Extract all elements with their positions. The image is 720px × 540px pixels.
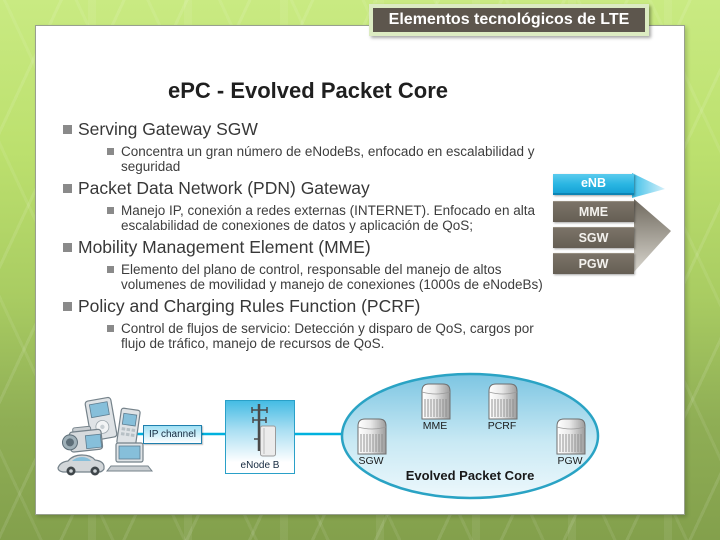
sub-bullet-item: Manejo IP, conexión a redes externas (IN… — [107, 203, 559, 233]
stack-box-enb: eNB — [553, 174, 634, 195]
server-label-pgw: PGW — [557, 455, 583, 467]
epc-core-label: Evolved Packet Core — [405, 468, 535, 483]
page-title: ePC - Evolved Packet Core — [167, 78, 448, 103]
bullet-label: Policy and Charging Rules Function (PCRF… — [78, 296, 421, 316]
server-label-pcrf: PCRF — [487, 420, 517, 432]
bullet-square-icon — [107, 266, 114, 273]
sub-bullet-item: Control de flujos de servicio: Detección… — [107, 321, 559, 351]
server-label-sgw: SGW — [358, 455, 384, 467]
antenna-icon — [251, 404, 276, 457]
sub-bullet-item: Concentra un gran número de eNodeBs, enf… — [107, 144, 559, 174]
bullet-item: Serving Gateway SGW — [63, 119, 559, 139]
bullet-label: Serving Gateway SGW — [78, 119, 258, 139]
stack-box-pgw: PGW — [553, 253, 634, 274]
sub-bullet-item: Elemento del plano de control, responsab… — [107, 262, 559, 292]
slide-header-title: Elementos tecnológicos de LTE — [388, 11, 630, 28]
bullet-item: Policy and Charging Rules Function (PCRF… — [63, 296, 559, 316]
sub-bullet-text: Elemento del plano de control, responsab… — [121, 262, 543, 292]
bullet-item: Mobility Management Element (MME) — [63, 237, 559, 257]
bullet-list: Serving Gateway SGW Concentra un gran nú… — [63, 119, 559, 355]
bullet-square-icon — [107, 325, 114, 332]
bullet-square-icon — [63, 125, 72, 134]
ip-channel-box: IP channel — [143, 425, 202, 444]
stack-box-mme: MME — [553, 201, 634, 222]
enodeb-label: eNode B — [240, 460, 280, 471]
sub-bullet-text: Manejo IP, conexión a redes externas (IN… — [121, 203, 535, 233]
bullet-label: Mobility Management Element (MME) — [78, 237, 371, 257]
bullet-square-icon — [63, 184, 72, 193]
bullet-square-icon — [107, 207, 114, 214]
bullet-square-icon — [63, 243, 72, 252]
bullet-square-icon — [107, 148, 114, 155]
sub-bullet-text: Control de flujos de servicio: Detección… — [121, 321, 534, 351]
bullet-square-icon — [63, 302, 72, 311]
bullet-item: Packet Data Network (PDN) Gateway — [63, 178, 559, 198]
enodeb-box: eNode B — [225, 400, 295, 474]
stack-box-sgw: SGW — [553, 227, 634, 248]
bullet-label: Packet Data Network (PDN) Gateway — [78, 178, 370, 198]
server-label-mme: MME — [422, 420, 448, 432]
slide-header-box: Elementos tecnológicos de LTE — [369, 4, 649, 36]
sub-bullet-text: Concentra un gran número de eNodeBs, enf… — [121, 144, 535, 174]
